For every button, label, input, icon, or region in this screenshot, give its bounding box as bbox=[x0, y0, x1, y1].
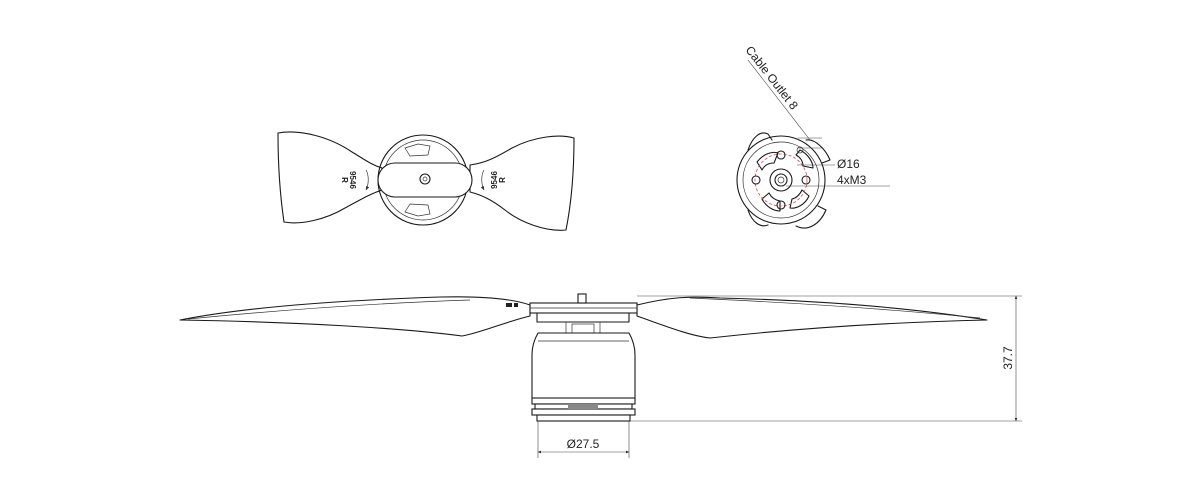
side-hub-nut bbox=[577, 293, 587, 304]
cable-outlet-label: Cable Outlet 8 bbox=[743, 43, 801, 112]
screw-hole bbox=[776, 200, 786, 210]
side-right-blade bbox=[636, 296, 988, 339]
left-blade-outline bbox=[277, 131, 383, 224]
center-bolt bbox=[419, 173, 431, 185]
motor-diameter-label: Ø27.5 bbox=[567, 437, 600, 451]
right-blade-outline bbox=[469, 135, 575, 231]
motor-base-outline bbox=[736, 135, 826, 225]
shaft-inner bbox=[774, 173, 788, 187]
side-left-blade bbox=[179, 296, 531, 337]
prop-code-left: 9546 bbox=[348, 171, 357, 189]
prop-direction-right: R bbox=[498, 177, 507, 183]
side-motor-body bbox=[531, 332, 636, 399]
shaft-outer bbox=[769, 168, 793, 192]
screw-hole bbox=[801, 175, 811, 185]
height-label: 37.7 bbox=[1001, 346, 1015, 370]
screw-hole bbox=[776, 150, 786, 160]
prop-direction-left: R bbox=[340, 177, 349, 183]
side-view: 37.7 Ø27.5 bbox=[179, 293, 1022, 458]
prop-hub-bar bbox=[377, 162, 473, 198]
prop-code-right: 9546 bbox=[490, 171, 499, 189]
mount-screws-label: 4xM3 bbox=[837, 173, 867, 187]
motor-bottom-view: Cable Outlet 8 Ø16 4xM3 bbox=[736, 43, 890, 229]
propeller-top-view: 9546 R 9546 R bbox=[277, 131, 575, 231]
bolt-circle bbox=[754, 153, 808, 207]
screw-hole bbox=[751, 175, 761, 185]
hub-diameter-label: Ø16 bbox=[837, 157, 860, 171]
